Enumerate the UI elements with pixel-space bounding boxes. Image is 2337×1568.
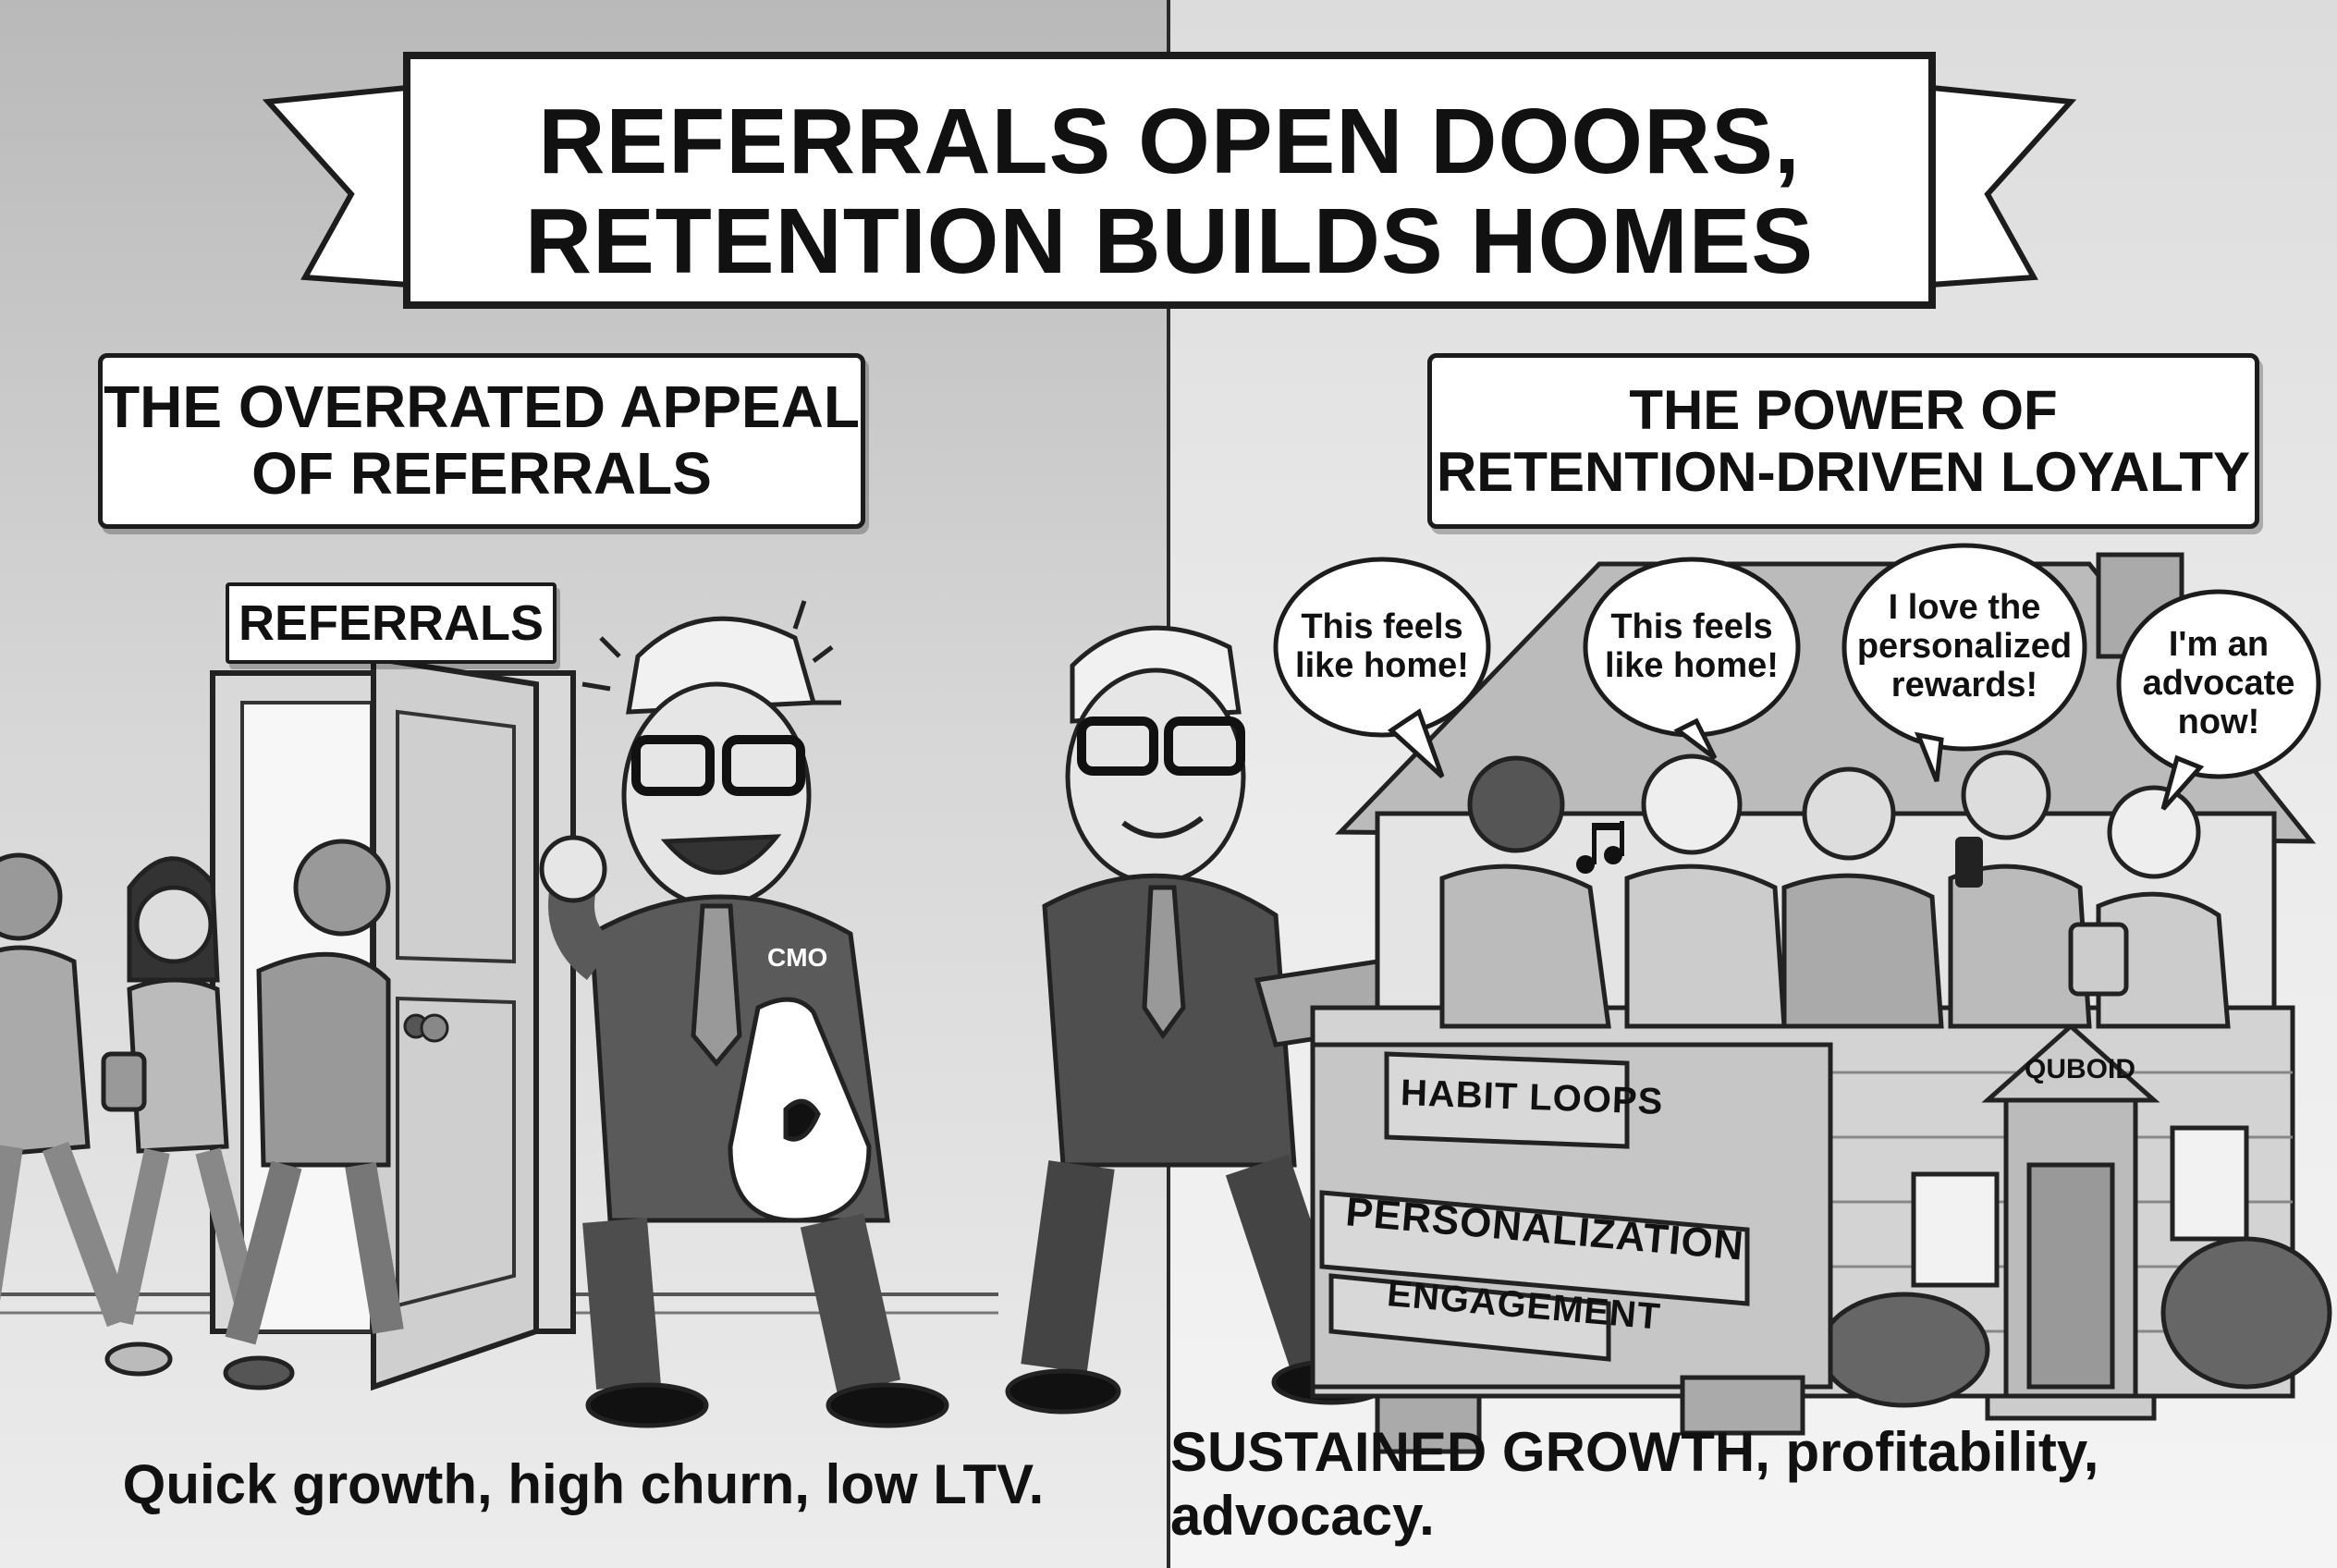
friends-group	[1439, 750, 2231, 1029]
left-caption: Quick growth, high churn, low LTV.	[122, 1452, 1045, 1515]
right-heading-line-2: RETENTION-DRIVEN LOYALTY	[1436, 441, 2251, 503]
speech-bubble-4: I'm an advocate now!	[2122, 601, 2316, 767]
excitement-marks	[581, 600, 841, 705]
smartphone-icon	[1955, 837, 1983, 888]
bubble-text: now!	[2177, 702, 2260, 741]
open-door	[371, 655, 539, 1391]
bubble-text: This feels	[1610, 607, 1773, 647]
page-title: REFERRALS OPEN DOORS, RETENTION BUILDS H…	[407, 67, 1932, 316]
bubble-text: I'm an	[2168, 625, 2270, 665]
door-sign-label: REFERRALS	[238, 594, 544, 651]
left-heading: THE OVERRATED APPEAL OF REFERRALS	[98, 353, 865, 529]
cmo-character	[539, 616, 949, 1428]
bubble-text: This feels	[1301, 607, 1463, 647]
left-heading-line-1: THE OVERRATED APPEAL	[104, 374, 860, 441]
speech-bubble-1: This feels like home!	[1280, 573, 1484, 721]
house-sign: QUBOID	[2025, 1054, 2135, 1084]
music-note-icon	[1576, 821, 1624, 874]
title-line-2: RETENTION BUILDS HOMES	[524, 190, 1815, 293]
bubble-text: rewards!	[1890, 665, 2038, 704]
left-heading-line-2: OF REFERRALS	[251, 440, 712, 507]
cmo-badge: CMO	[767, 943, 828, 972]
bubble-text: advocate	[2142, 664, 2295, 704]
bubble-text: like home!	[1295, 646, 1469, 685]
door-sign: REFERRALS	[226, 582, 557, 664]
speech-bubble-3: I love the personalized rewards!	[1849, 564, 2080, 730]
money-bag-icon	[728, 997, 872, 1223]
walking-customers	[0, 839, 404, 1390]
bubble-text: personalized	[1856, 627, 2073, 667]
bubble-text: like home!	[1605, 646, 1779, 685]
right-caption: SUSTAINED GROWTH, profitability, advocac…	[1170, 1421, 2099, 1547]
tablet-icon	[2068, 922, 2129, 997]
speech-bubble-2: This feels like home!	[1590, 573, 1793, 721]
bubble-text: I love the	[1888, 588, 2041, 628]
right-heading: THE POWER OF RETENTION-DRIVEN LOYALTY	[1427, 353, 2259, 529]
brick-wall	[1310, 1042, 1833, 1454]
right-heading-line-1: THE POWER OF	[1629, 378, 2058, 441]
title-line-1: REFERRALS OPEN DOORS,	[538, 90, 1801, 193]
